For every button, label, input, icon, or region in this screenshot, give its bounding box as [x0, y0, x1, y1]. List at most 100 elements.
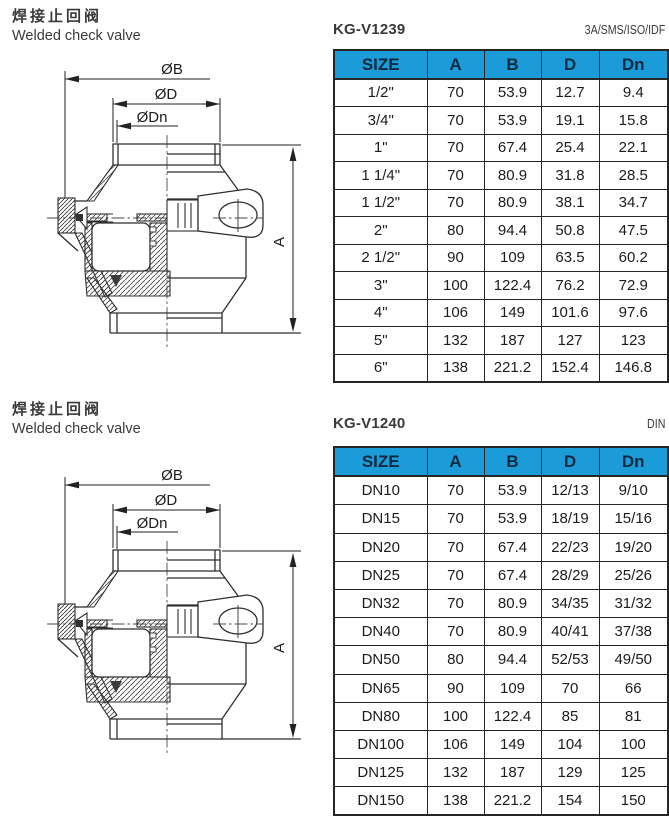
- table-cell: 15/16: [598, 504, 669, 534]
- table-cell: 53.9: [483, 78, 542, 107]
- table-cell: DN10: [333, 475, 428, 506]
- table-cell: 149: [483, 298, 542, 327]
- table-cell: 1 1/2": [333, 188, 428, 217]
- table-cell: 70: [426, 475, 485, 506]
- table-cell: 104: [540, 729, 600, 760]
- table-cell: 100: [598, 729, 669, 760]
- table-cell: 123: [598, 326, 669, 355]
- table-cell: 25/26: [598, 560, 669, 590]
- table-cell: 76.2: [540, 271, 600, 300]
- table-cell: 138: [426, 786, 485, 816]
- table-cell: 53.9: [483, 475, 542, 506]
- col-header-b: B: [483, 446, 542, 478]
- table-cell: 80.9: [483, 161, 542, 190]
- table-cell: 109: [483, 673, 542, 703]
- table-cell: 100: [426, 271, 485, 300]
- table-cell: 38.1: [540, 188, 600, 217]
- table-cell: 47.5: [598, 216, 669, 245]
- table-cell: 31/32: [598, 588, 669, 619]
- section2-titles: 焊接止回阀 Welded check valve: [12, 398, 141, 437]
- section2-model-row: KG-V1240 DIN: [333, 415, 665, 432]
- table-cell: 70: [426, 161, 485, 190]
- table-cell: 28/29: [540, 560, 600, 590]
- table-cell: 149: [483, 729, 542, 760]
- col-header-b: B: [483, 49, 542, 80]
- col-header-size: SIZE: [333, 446, 428, 478]
- table-cell: 31.8: [540, 161, 600, 190]
- table-cell: DN15: [333, 504, 428, 534]
- table-cell: 70: [426, 106, 485, 135]
- col-header-dn: Dn: [598, 446, 669, 478]
- col-header-d: D: [540, 446, 600, 478]
- table-cell: 5": [333, 326, 428, 355]
- table-cell: 1/2": [333, 78, 428, 107]
- table-cell: DN150: [333, 786, 428, 816]
- section2-title-en: Welded check valve: [12, 421, 141, 437]
- section1-title-en: Welded check valve: [12, 28, 141, 44]
- section2-model-code: KG-V1240: [333, 415, 406, 432]
- table-cell: 81: [598, 701, 669, 731]
- table-cell: 70: [426, 588, 485, 619]
- table-cell: 19/20: [598, 532, 669, 562]
- table-cell: 106: [426, 729, 485, 760]
- table-cell: 129: [540, 758, 600, 788]
- table-cell: 127: [540, 326, 600, 355]
- table-cell: DN40: [333, 617, 428, 647]
- table-cell: 37/38: [598, 617, 669, 647]
- table-cell: DN50: [333, 645, 428, 675]
- table-cell: 80: [426, 645, 485, 675]
- table-cell: 106: [426, 298, 485, 327]
- table-cell: 97.6: [598, 298, 669, 327]
- table-cell: 152.4: [540, 353, 600, 383]
- table-cell: 85: [540, 701, 600, 731]
- table-cell: 132: [426, 326, 485, 355]
- table-cell: DN125: [333, 758, 428, 788]
- table-cell: 19.1: [540, 106, 600, 135]
- table-cell: 70: [426, 188, 485, 217]
- table-cell: 132: [426, 758, 485, 788]
- table-cell: 70: [426, 617, 485, 647]
- table-cell: 70: [426, 532, 485, 562]
- table-cell: 9.4: [598, 78, 669, 107]
- table-cell: 101.6: [540, 298, 600, 327]
- table-cell: DN20: [333, 532, 428, 562]
- table-cell: 2": [333, 216, 428, 245]
- table-cell: 22/23: [540, 532, 600, 562]
- table-cell: 187: [483, 326, 542, 355]
- table-cell: 52/53: [540, 645, 600, 675]
- table-cell: 6": [333, 353, 428, 383]
- table-cell: 80.9: [483, 188, 542, 217]
- table-cell: 12.7: [540, 78, 600, 107]
- table-cell: 50.8: [540, 216, 600, 245]
- table-cell: DN100: [333, 729, 428, 760]
- table-cell: 100: [426, 701, 485, 731]
- table-cell: 53.9: [483, 106, 542, 135]
- section2-title-zh: 焊接止回阀: [12, 401, 103, 418]
- table-cell: 60.2: [598, 243, 669, 272]
- table-cell: 40/41: [540, 617, 600, 647]
- table-cell: 72.9: [598, 271, 669, 300]
- table-cell: 53.9: [483, 504, 542, 534]
- table-cell: 146.8: [598, 353, 669, 383]
- table-cell: 70: [426, 560, 485, 590]
- table-cell: 122.4: [483, 271, 542, 300]
- table-cell: 94.4: [483, 216, 542, 245]
